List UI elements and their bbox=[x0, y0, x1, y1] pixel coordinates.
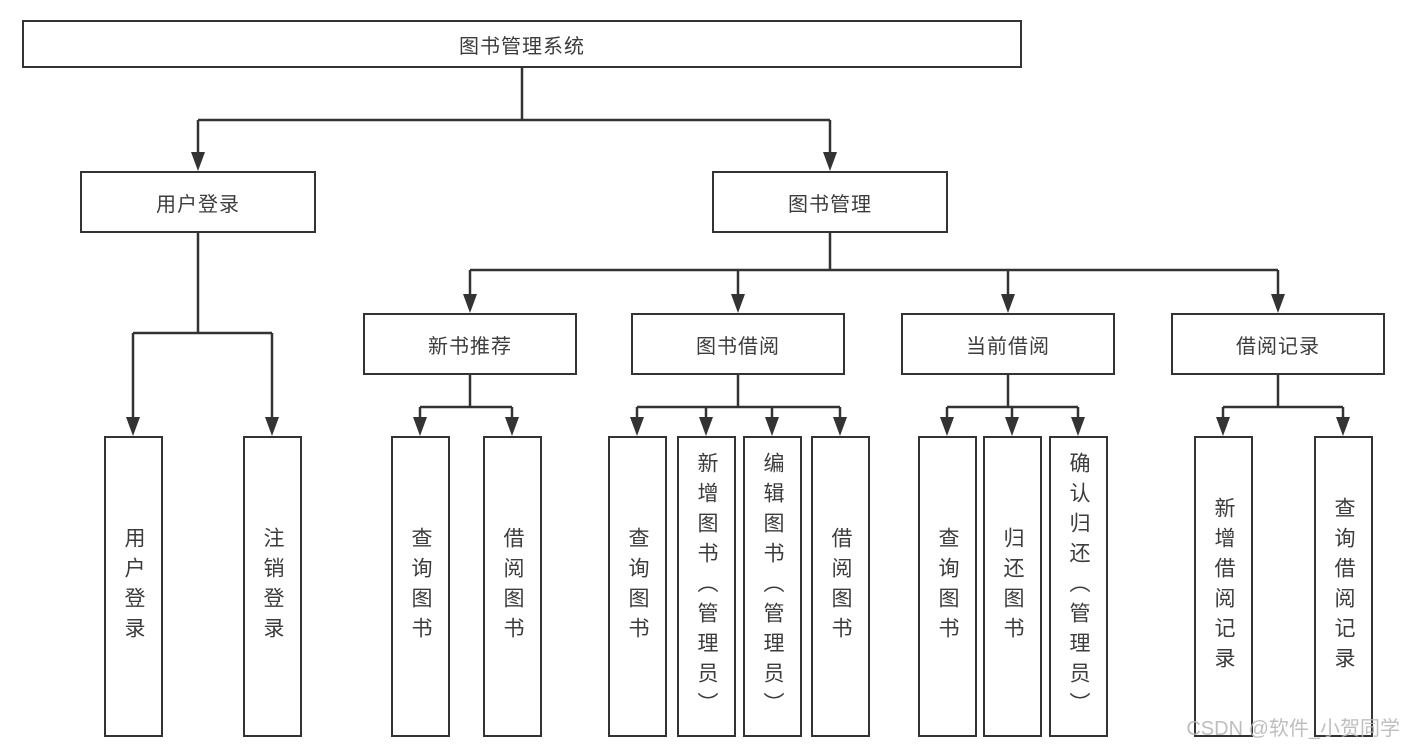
arrowhead-icon bbox=[1071, 417, 1085, 436]
leaf-label: 新增图书（管理员） bbox=[695, 451, 718, 722]
arrowhead-icon bbox=[505, 417, 519, 436]
leaf-label: 查询图书 bbox=[936, 526, 959, 647]
leaf-logout: 注销登录 bbox=[243, 436, 302, 737]
leaf-br-query-record: 查询借阅记录 bbox=[1314, 436, 1373, 737]
node-new-book-recommendation: 新书推荐 bbox=[363, 313, 577, 375]
leaf-label: 编辑图书（管理员） bbox=[761, 451, 784, 722]
node-root: 图书管理系统 bbox=[22, 20, 1022, 68]
arrowhead-icon bbox=[630, 417, 644, 436]
arrowhead-icon bbox=[463, 294, 477, 313]
leaf-user-login: 用户登录 bbox=[104, 436, 163, 737]
arrowhead-icon bbox=[1001, 294, 1015, 313]
arrowhead-icon bbox=[699, 417, 713, 436]
arrowhead-icon bbox=[823, 152, 837, 171]
leaf-label: 查询图书 bbox=[409, 526, 432, 647]
leaf-nbr-query-books: 查询图书 bbox=[391, 436, 450, 737]
leaf-label: 新增借阅记录 bbox=[1212, 496, 1235, 677]
arrowhead-icon bbox=[191, 152, 205, 171]
node-book-management: 图书管理 bbox=[712, 171, 948, 233]
leaf-label: 查询借阅记录 bbox=[1332, 496, 1355, 677]
leaf-cb-return-books: 归还图书 bbox=[983, 436, 1042, 737]
leaf-nbr-borrow-books: 借阅图书 bbox=[483, 436, 542, 737]
node-book-borrowing: 图书借阅 bbox=[631, 313, 845, 375]
arrowhead-icon bbox=[1216, 417, 1230, 436]
leaf-br-add-record: 新增借阅记录 bbox=[1194, 436, 1253, 737]
connector-path bbox=[131, 68, 1345, 419]
arrowhead-icon bbox=[731, 294, 745, 313]
leaf-bb-borrow-books: 借阅图书 bbox=[811, 436, 870, 737]
leaf-label: 确认归还（管理员） bbox=[1067, 451, 1090, 722]
leaf-label: 借阅图书 bbox=[829, 526, 852, 647]
node-borrowing-records: 借阅记录 bbox=[1171, 313, 1385, 375]
leaf-cb-confirm-return-admin: 确认归还（管理员） bbox=[1049, 436, 1108, 737]
arrowhead-icon bbox=[1271, 294, 1285, 313]
leaf-bb-edit-books-admin: 编辑图书（管理员） bbox=[743, 436, 802, 737]
watermark: CSDN @软件_小贺同学 bbox=[1186, 718, 1400, 740]
arrowhead-icon bbox=[940, 417, 954, 436]
leaf-label: 注销登录 bbox=[261, 526, 284, 647]
arrowhead-icon bbox=[265, 417, 279, 436]
arrowhead-icon bbox=[1336, 417, 1350, 436]
node-user-login: 用户登录 bbox=[80, 171, 316, 233]
leaf-bb-query-books: 查询图书 bbox=[608, 436, 667, 737]
arrowhead-icon bbox=[833, 417, 847, 436]
leaf-cb-query-books: 查询图书 bbox=[918, 436, 977, 737]
arrowhead-icon bbox=[1005, 417, 1019, 436]
leaf-label: 用户登录 bbox=[122, 526, 145, 647]
leaf-label: 借阅图书 bbox=[501, 526, 524, 647]
leaf-label: 归还图书 bbox=[1001, 526, 1024, 647]
leaf-label: 查询图书 bbox=[626, 526, 649, 647]
node-current-borrowing: 当前借阅 bbox=[901, 313, 1115, 375]
leaf-bb-add-books-admin: 新增图书（管理员） bbox=[677, 436, 736, 737]
arrowhead-icon bbox=[126, 417, 140, 436]
arrowhead-icon bbox=[413, 417, 427, 436]
arrowhead-icon bbox=[765, 417, 779, 436]
